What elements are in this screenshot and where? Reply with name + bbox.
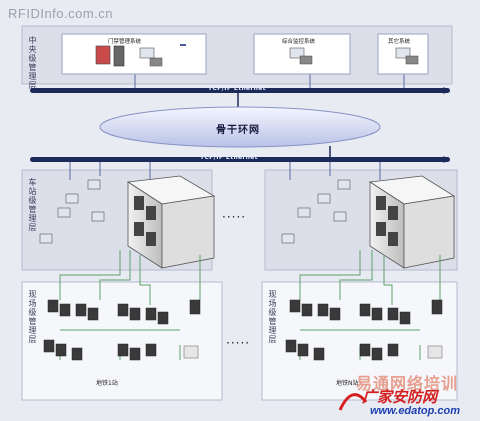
top-ethernet-bus: [30, 88, 450, 93]
backbone-label: 骨干环网: [216, 125, 260, 136]
station-workstations-left: [39, 179, 105, 244]
central-system-title-access: 门禁管理系统: [108, 39, 142, 45]
station-ellipsis-bottom: ·····: [226, 336, 251, 350]
backbone-ring: [99, 106, 381, 148]
field-zone-label-right: 现场级管理层: [268, 290, 277, 344]
station-ellipsis-top: ·····: [222, 210, 247, 224]
brand-line2: 广家安防网: [362, 388, 438, 406]
field-zone-label-left: 现场级管理层: [28, 290, 37, 344]
field-devices-left: [43, 299, 201, 361]
mid-bus-label: TCP/IP Ethernet: [200, 154, 258, 161]
station-name-right: 地铁N站: [336, 380, 359, 387]
brand-logo-icon: [338, 393, 368, 411]
station-cabinet-left: [126, 175, 216, 269]
brand-line3: www.edatop.com: [370, 405, 461, 417]
station-workstations-right: [281, 179, 351, 244]
field-wiring-left: [59, 250, 201, 360]
central-system-monitor: [253, 33, 351, 75]
central-system-title-other: 其它系统: [388, 39, 411, 45]
watermark: RFIDInfo.com.cn: [8, 6, 114, 21]
mid-ethernet-bus: [30, 157, 450, 162]
central-zone-label: 中央级管理层: [28, 36, 37, 90]
central-system-other: [377, 33, 429, 75]
central-system-access: [61, 33, 207, 75]
station-zone-label: 车站级管理层: [28, 178, 37, 232]
central-system-title-monitor: 综合监控系统: [282, 39, 316, 45]
station-cabinet-right: [368, 175, 456, 269]
station-name-left: 地铁1站: [96, 380, 118, 387]
field-devices-right: [285, 299, 443, 361]
brand-line1: 易通网络培训: [356, 374, 459, 393]
top-bus-label: TCP/IP Ethernet: [208, 85, 266, 92]
